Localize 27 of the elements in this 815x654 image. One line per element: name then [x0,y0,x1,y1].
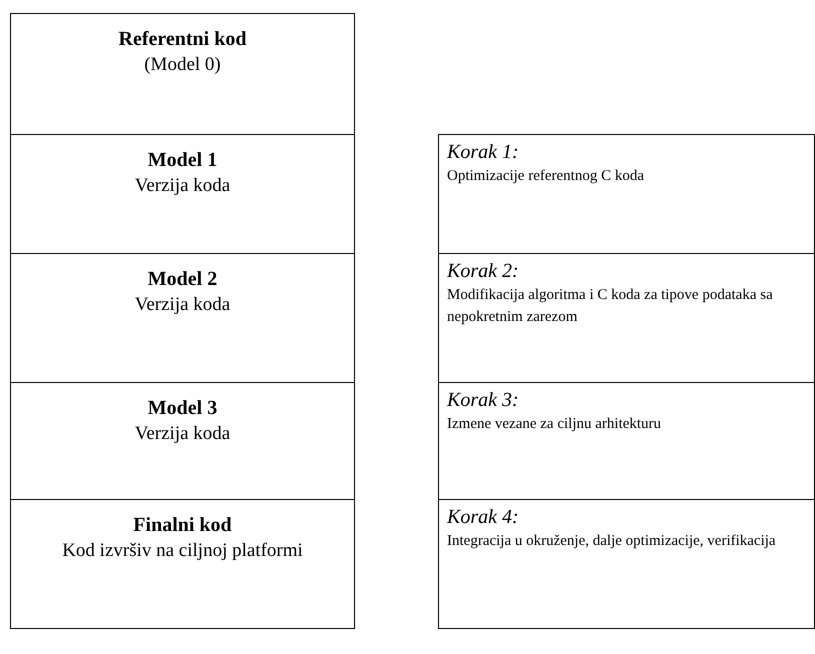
model-subtitle: (Model 0) [144,53,221,77]
model-subtitle: Verzija koda [134,422,230,446]
model-box [10,13,355,135]
model-title: Finalni kod [133,514,232,537]
step-title: Korak 1: [447,141,519,164]
step-description: Modifikacija algoritma i C koda za tipove podataka sa nepokretnim zarezom [447,286,774,327]
model-title: Model 1 [148,149,218,172]
model-title: Model 2 [148,268,218,291]
step-box [438,499,815,629]
step-box [438,134,815,254]
model-subtitle: Verzija koda [134,174,230,198]
model-subtitle: Kod izvršiv na ciljnoj platformi [62,539,303,563]
step-title: Korak 2: [447,260,519,283]
model-box [10,253,355,383]
model-box [10,382,355,500]
step-description: Integracija u okruženje, dalje optimizacije, verifikacija [447,532,776,551]
model-subtitle: Verzija koda [134,293,230,317]
step-title: Korak 4: [447,506,519,529]
step-box [438,382,815,500]
model-title: Model 3 [148,397,218,420]
step-title: Korak 3: [447,389,519,412]
step-description: Optimizacije referentnog C koda [447,167,644,186]
model-box [10,134,355,254]
model-box [10,499,355,629]
step-box [438,253,815,383]
model-title: Referentni kod [118,28,246,51]
step-description: Izmene vezane za ciljnu arhitekturu [447,415,662,434]
